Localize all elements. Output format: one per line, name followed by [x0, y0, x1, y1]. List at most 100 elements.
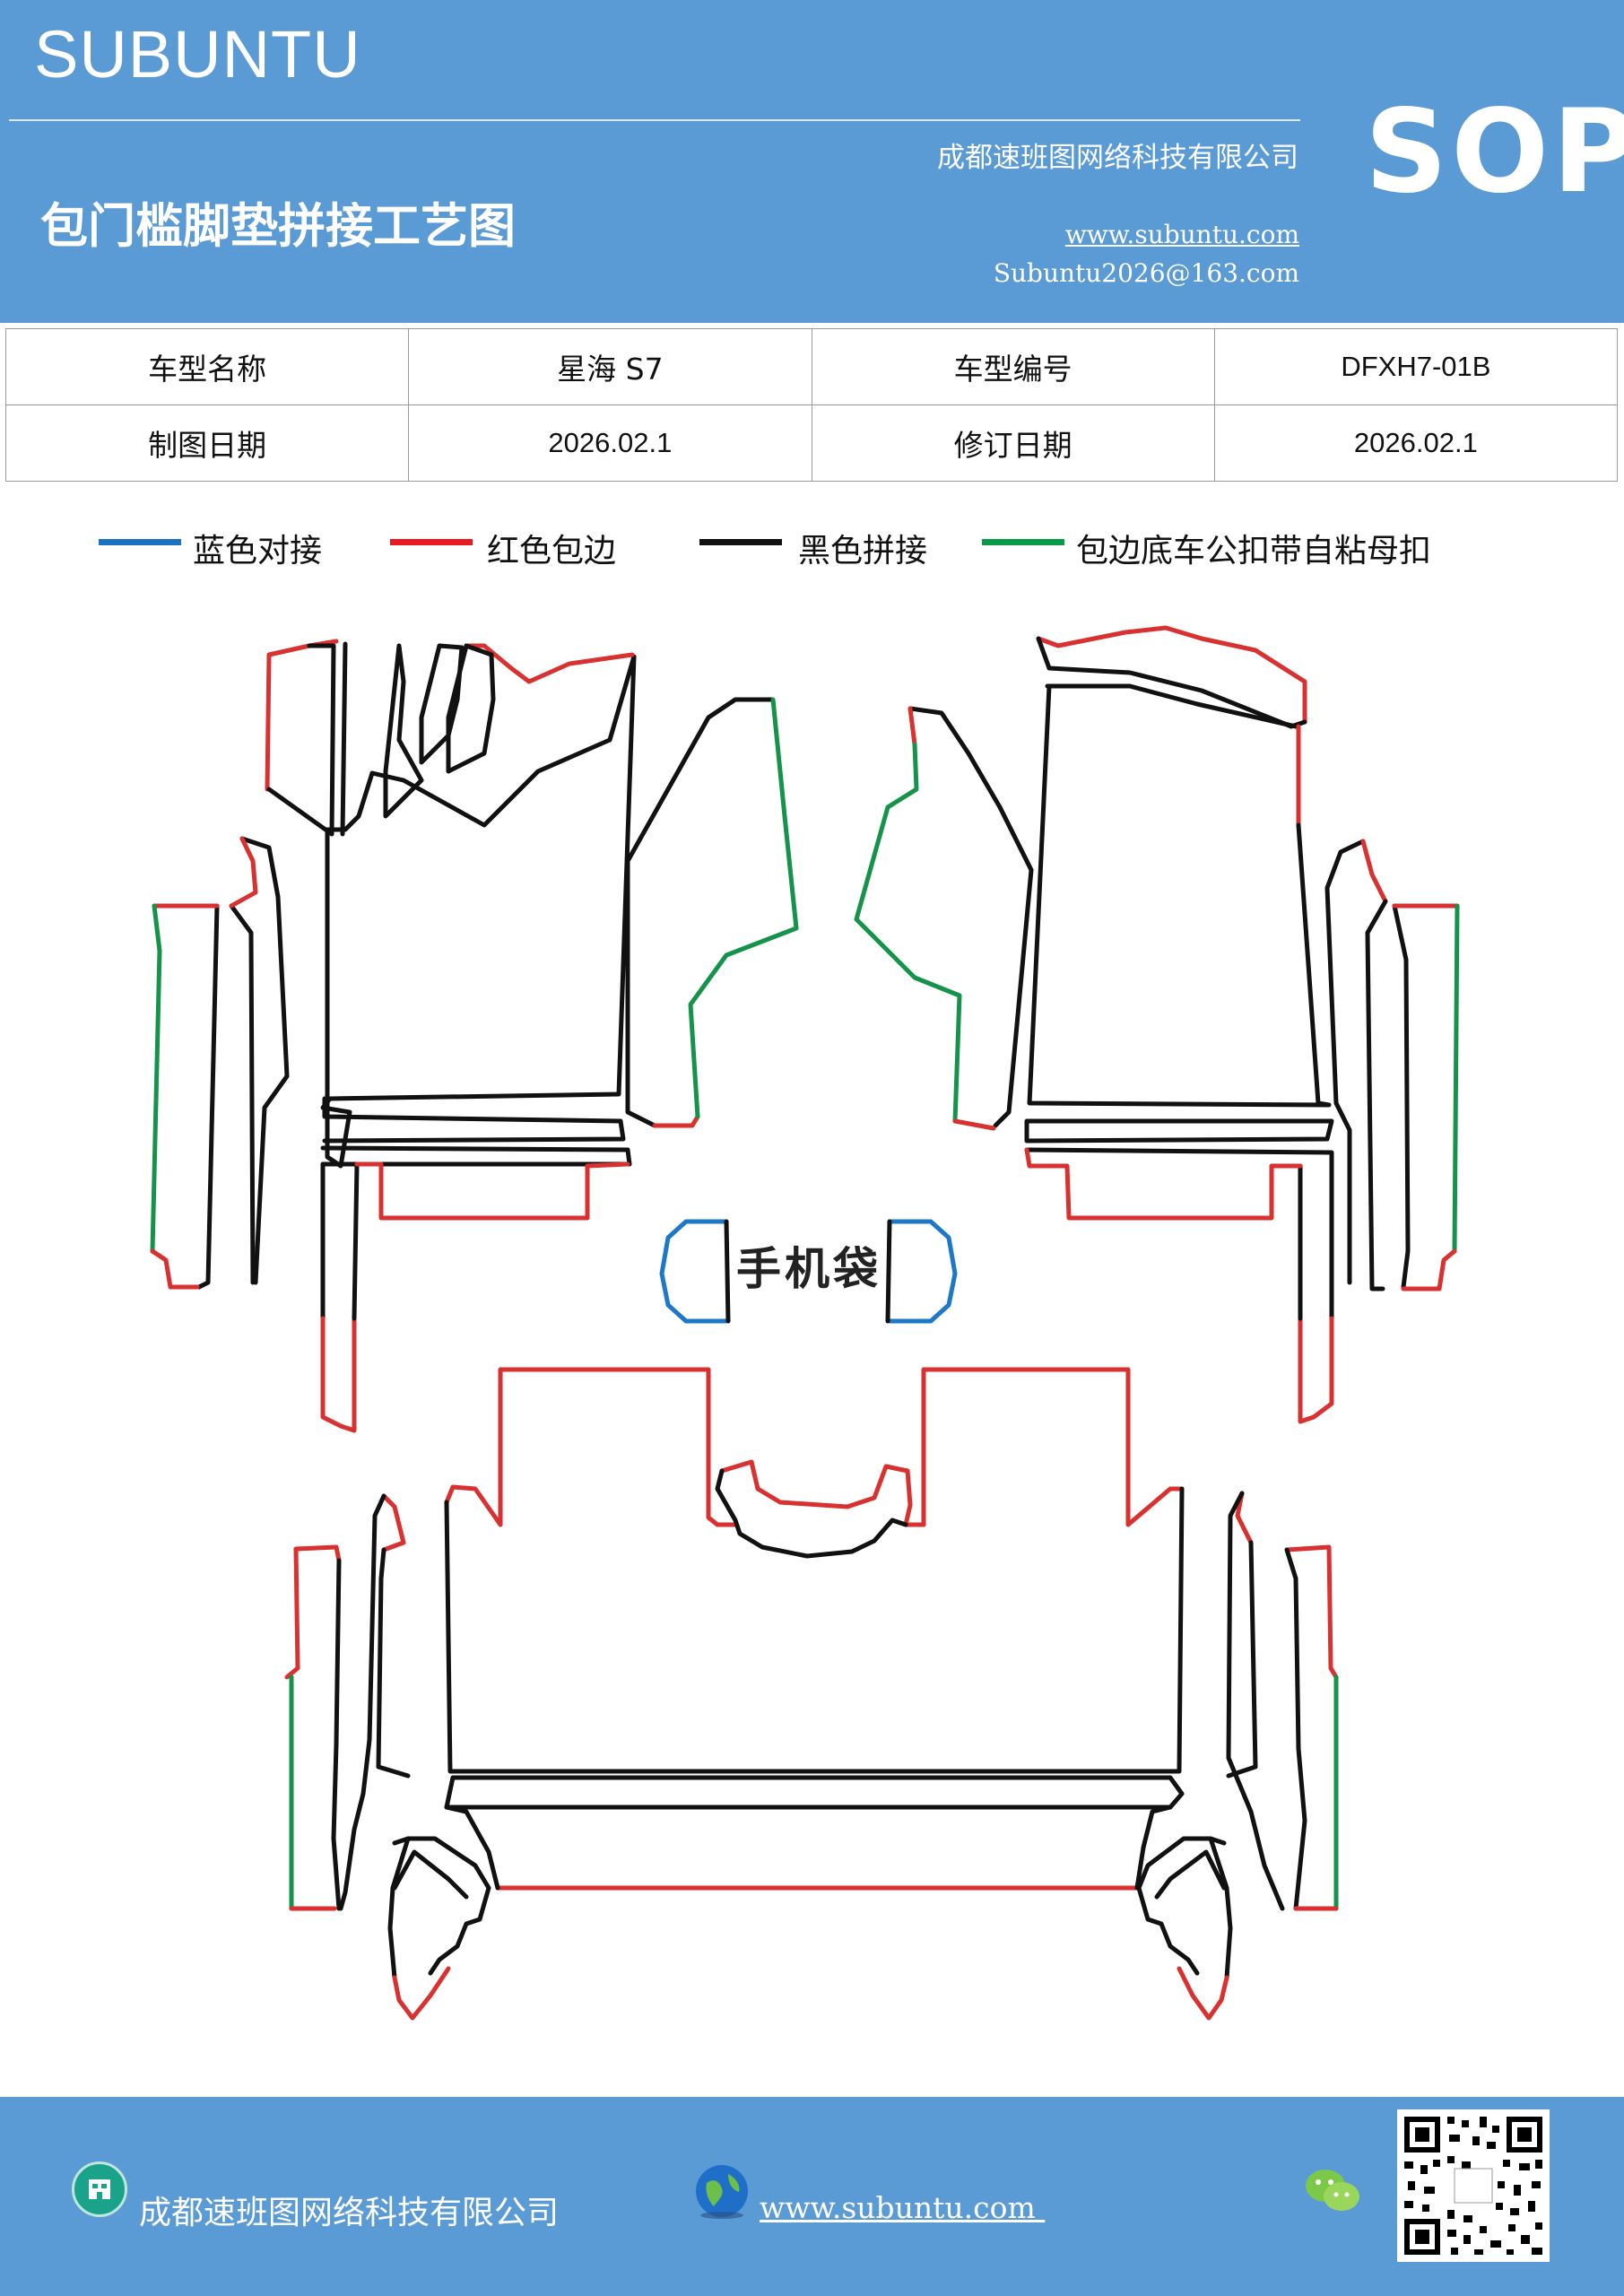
- edge-red: [354, 1161, 630, 1221]
- left-center-flap: [625, 697, 799, 1128]
- revise-date-value: 2026.02.1: [1213, 404, 1619, 482]
- edge-red: [1024, 1147, 1303, 1221]
- seam-black: [1045, 683, 1298, 729]
- left-door-sill: [320, 1145, 632, 1433]
- seam-black: [444, 1486, 1185, 1774]
- seam-black: [1036, 636, 1307, 729]
- legend-swatch-red: [390, 539, 473, 545]
- model-name-label: 车型名称: [4, 328, 410, 405]
- footer-banner: 成都速班图网络科技有限公司 www.subuntu.com: [0, 2097, 1624, 2296]
- seam-black: [444, 1775, 1185, 1810]
- edge-red: [293, 1544, 342, 1563]
- qr-code: [1397, 2109, 1550, 2262]
- seam-black: [446, 643, 496, 774]
- revise-date-label: 修订日期: [811, 404, 1215, 482]
- seam-black: [885, 1219, 892, 1324]
- building-icon: [72, 2161, 127, 2217]
- edge-red: [1401, 1248, 1457, 1292]
- edge-red: [320, 1316, 357, 1433]
- seam-black: [320, 654, 637, 1169]
- seam-black: [1392, 903, 1411, 1290]
- edge-red: [1298, 1316, 1334, 1424]
- seam-black: [1027, 683, 1332, 1108]
- email-address[interactable]: Subuntu2026@163.com: [993, 258, 1299, 288]
- seam-black: [908, 706, 1034, 1128]
- seam-black: [229, 903, 256, 1285]
- header-divider: [9, 119, 1300, 121]
- edge-red: [284, 1546, 300, 1680]
- seam-black: [1284, 1547, 1307, 1911]
- edge-green: [688, 697, 799, 1119]
- right-door-sill: [1024, 1118, 1334, 1424]
- legend-swatch-black: [699, 539, 782, 545]
- rear-right-strips: [1226, 1491, 1339, 1911]
- seam-black: [405, 1836, 491, 1976]
- table-row: 车型名称 星海 S7 车型编号 DFXH7-01B: [4, 328, 1619, 405]
- model-name-value: 星海 S7: [408, 328, 812, 405]
- phone-bag: [659, 1219, 958, 1324]
- legend-swatch-green: [982, 539, 1064, 545]
- edge-red: [1036, 625, 1307, 725]
- sop-badge: SOP: [1365, 85, 1624, 219]
- seam-black: [1136, 1836, 1213, 1976]
- seam-black: [1365, 899, 1388, 1292]
- rear-left-arch: [387, 1836, 491, 2021]
- right-side-strips: [1324, 839, 1460, 1292]
- website-link[interactable]: www.subuntu.com: [1064, 220, 1299, 249]
- seam-black: [338, 1493, 386, 1911]
- left-side-strips: [150, 836, 290, 1290]
- rear-mat: [444, 1367, 1185, 1891]
- seam-black: [322, 1096, 626, 1144]
- seam-black: [196, 903, 220, 1290]
- header-banner: SUBUNTU 成都速班图网络科技有限公司 包门槛脚垫拼接工艺图 www.sub…: [0, 0, 1624, 323]
- legend-swatch-blue: [99, 539, 181, 545]
- seam-black: [266, 643, 336, 837]
- edge-red: [1360, 839, 1388, 904]
- phone-bag-label: 手机袋: [736, 1243, 881, 1295]
- edge-red: [719, 1459, 913, 1527]
- edge-red: [150, 1248, 200, 1290]
- edge-red: [908, 706, 917, 747]
- globe-icon: [692, 2161, 751, 2221]
- brand-name: SUBUNTU: [34, 17, 361, 91]
- edge-red: [381, 1493, 406, 1552]
- edge-red: [464, 643, 635, 684]
- edge-green: [1452, 903, 1460, 1254]
- seam-black: [724, 1219, 731, 1324]
- draw-date-value: 2026.02.1: [408, 404, 812, 482]
- footer-website-link[interactable]: www.subuntu.com: [760, 2190, 1046, 2225]
- floor-mat-diagram: 手机袋: [150, 625, 1460, 2021]
- edge-red: [498, 1367, 738, 1527]
- rear-left-strips: [284, 1493, 411, 1911]
- edge-blue: [887, 1219, 958, 1324]
- seam-black: [1226, 1540, 1258, 1779]
- edge-red: [1284, 1544, 1339, 1680]
- legend-label: 黑色拼接: [798, 533, 928, 570]
- seam-black: [419, 643, 465, 765]
- seam-black: [376, 1547, 411, 1779]
- company-name: 成都速班图网络科技有限公司: [937, 142, 1298, 174]
- seam-black: [383, 643, 424, 819]
- edge-green: [150, 903, 162, 1254]
- edge-blue: [659, 1219, 729, 1324]
- seam-black: [625, 697, 774, 1128]
- footer-company-name: 成都速班图网络科技有限公司: [139, 2195, 560, 2231]
- passenger-mat: [1027, 625, 1332, 1108]
- seam-black: [1324, 839, 1366, 1285]
- seam-black: [1134, 1805, 1173, 1891]
- edge-red: [952, 1118, 996, 1131]
- wechat-icon[interactable]: [1302, 2164, 1365, 2218]
- edge-red: [652, 1114, 700, 1128]
- legend-label: 红色包边: [487, 533, 617, 570]
- seam-black: [352, 1161, 360, 1321]
- right-center-flap: [854, 706, 1034, 1131]
- seam-black: [239, 836, 290, 1285]
- edge-red: [392, 1966, 451, 2021]
- seam-black: [340, 641, 348, 837]
- edge-red: [444, 1484, 503, 1527]
- seam-black: [1226, 1491, 1285, 1911]
- edge-red: [229, 836, 258, 909]
- seam-black: [1154, 1849, 1227, 1900]
- seam-black: [1024, 1118, 1334, 1144]
- model-code-label: 车型编号: [811, 328, 1215, 405]
